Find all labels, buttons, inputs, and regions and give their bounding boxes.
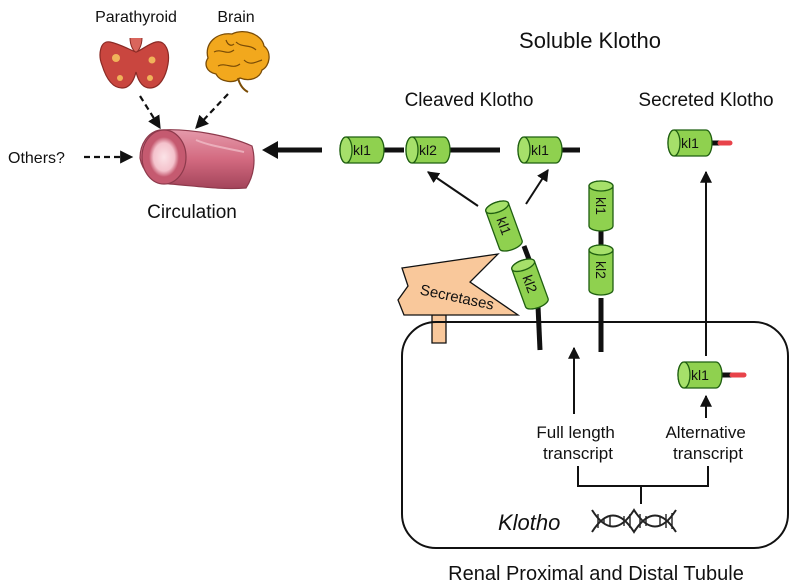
cleaved-klotho-kl1-kl2: kl1 kl2 — [339, 136, 500, 164]
domain-kl2-label: kl2 — [419, 142, 437, 158]
domain-kl2-label: kl2 — [519, 273, 540, 295]
membrane-klotho-full-length: kl1 kl2 — [588, 180, 614, 352]
klotho-gene-label: Klotho — [498, 510, 560, 535]
domain-kl1-label: kl1 — [593, 197, 609, 215]
cleave-arrow-right — [525, 168, 549, 205]
domain-kl2-label: kl2 — [593, 261, 609, 279]
membrane-klotho-being-cleaved: kl1 kl2 — [483, 197, 551, 351]
secreted-klotho-label: Secreted Klotho — [638, 90, 773, 111]
alternative-label: Alternative transcript — [665, 423, 750, 463]
domain-kl1-label: kl1 — [493, 215, 514, 237]
brain-label: Brain — [217, 9, 254, 26]
parathyroid-arrow — [139, 95, 161, 130]
circulation-label: Circulation — [147, 202, 237, 223]
dna-icon — [591, 508, 677, 534]
cleave-arrow-left — [427, 171, 479, 207]
tubule-cell — [401, 321, 789, 549]
brain-arrow — [195, 93, 229, 129]
cleaved-klotho-label: Cleaved Klotho — [405, 90, 534, 111]
domain-kl1-label: kl1 — [353, 142, 371, 158]
transcript-branch — [577, 466, 709, 504]
diagram-title: Soluble Klotho — [519, 28, 661, 53]
blood-vessel-icon — [139, 129, 255, 190]
tissue-label: Renal Proximal and Distal Tubule — [448, 563, 744, 585]
domain-kl1-label: kl1 — [681, 135, 699, 151]
full-length-label: Full length transcript — [536, 423, 619, 463]
intracellular-klotho-kl1: kl1 — [677, 361, 747, 389]
domain-kl1-label: kl1 — [531, 142, 549, 158]
others-label: Others? — [8, 150, 65, 167]
secreted-klotho-kl1: kl1 — [667, 129, 733, 157]
brain-icon — [205, 31, 270, 93]
domain-kl1-label: kl1 — [691, 367, 709, 383]
cleaved-klotho-kl1: kl1 — [517, 136, 580, 164]
parathyroid-icon — [99, 37, 170, 89]
parathyroid-label: Parathyroid — [95, 9, 177, 26]
